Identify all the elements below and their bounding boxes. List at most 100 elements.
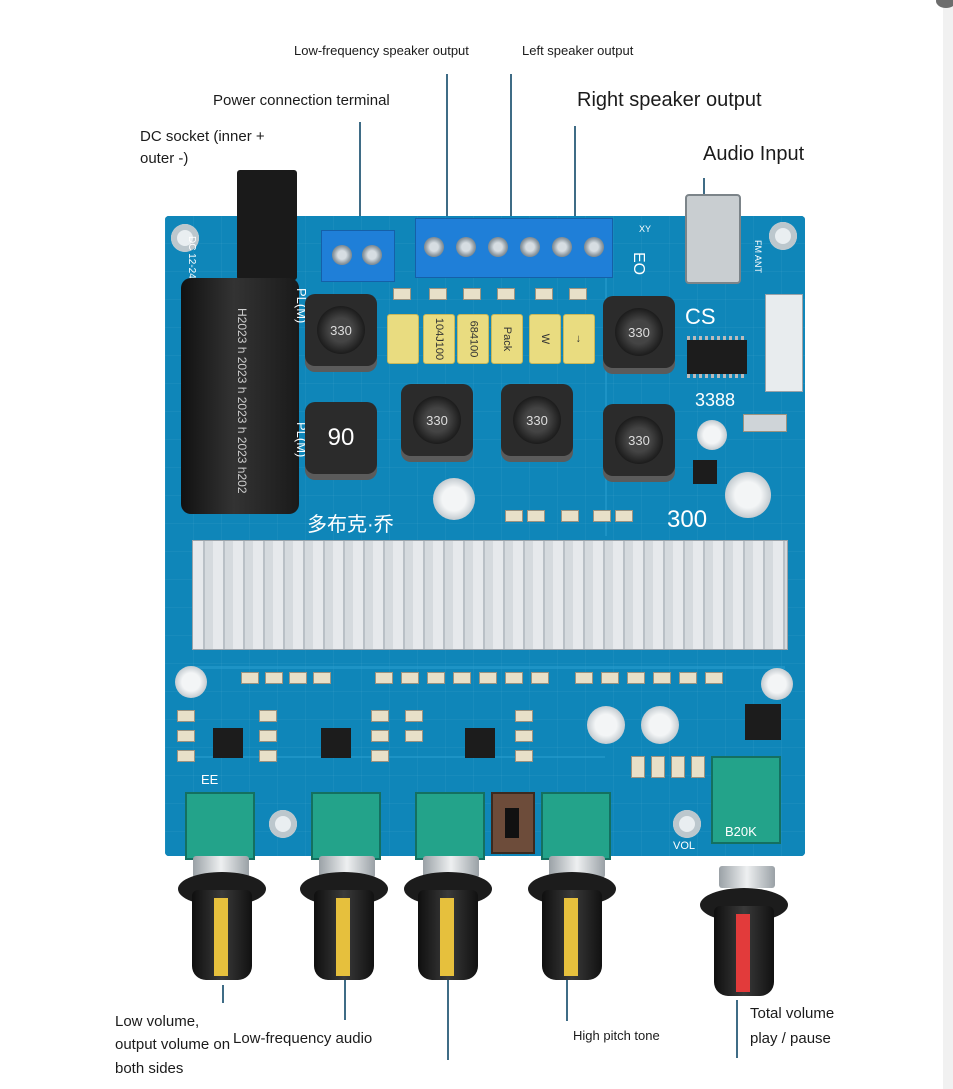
smd-component bbox=[259, 750, 277, 762]
label-low-volume: Low volume, output volume on both sides bbox=[115, 1013, 231, 1077]
smd-component bbox=[177, 750, 195, 762]
inductor-core: 330 bbox=[317, 306, 365, 354]
inductor: 330 bbox=[501, 384, 573, 456]
smd-component bbox=[497, 288, 515, 300]
corner-mark bbox=[936, 0, 953, 8]
label-total-volume: Total volume play / pause bbox=[750, 1005, 835, 1047]
small-capacitor bbox=[433, 478, 475, 520]
small-capacitor bbox=[761, 668, 793, 700]
smd-component bbox=[527, 510, 545, 522]
inductor: 330 bbox=[603, 296, 675, 368]
ic-pins bbox=[687, 374, 747, 378]
small-capacitor bbox=[697, 420, 727, 450]
leader-total-volume bbox=[736, 1000, 738, 1058]
smd-component bbox=[463, 288, 481, 300]
smd-component bbox=[705, 672, 723, 684]
small-capacitor bbox=[641, 706, 679, 744]
regulator bbox=[745, 704, 781, 740]
smd-component bbox=[393, 288, 411, 300]
mode-slide-switch[interactable] bbox=[491, 792, 535, 854]
label-dc-socket: DC socket (inner + outer -) bbox=[140, 128, 265, 167]
crystal bbox=[743, 414, 787, 432]
pot-shaft bbox=[719, 866, 775, 888]
film-capacitor-label: 684100 bbox=[467, 320, 479, 358]
smd-component bbox=[427, 672, 445, 684]
small-capacitor bbox=[725, 472, 771, 518]
leader-right-speaker bbox=[574, 126, 576, 224]
smd-component bbox=[515, 730, 533, 742]
screw bbox=[456, 237, 476, 257]
inductor-core: 330 bbox=[615, 308, 663, 356]
screw bbox=[488, 237, 508, 257]
inductor: 330 bbox=[603, 404, 675, 476]
smd-component bbox=[313, 672, 331, 684]
smd-component bbox=[569, 288, 587, 300]
heatsink bbox=[192, 540, 788, 650]
ic-pins bbox=[687, 336, 747, 340]
film-capacitor-label: Pack bbox=[501, 326, 513, 352]
inductor: 330 bbox=[305, 294, 377, 366]
smd-component bbox=[405, 710, 423, 722]
total-volume-knob[interactable] bbox=[700, 888, 788, 996]
trace bbox=[185, 666, 785, 669]
smd-component bbox=[515, 750, 533, 762]
op-amp-chip bbox=[465, 728, 495, 758]
inductor-core: 330 bbox=[513, 396, 561, 444]
label-low-frequency-audio: Low-frequency audio bbox=[233, 1030, 373, 1047]
label-power-connection-terminal: Power connection terminal bbox=[213, 92, 390, 109]
smd-component bbox=[593, 510, 611, 522]
film-capacitor bbox=[387, 314, 419, 364]
smd-component bbox=[405, 730, 423, 742]
smd-component bbox=[575, 672, 593, 684]
leader-left-speaker bbox=[510, 74, 512, 224]
fm-ant-marking: FM ANT bbox=[753, 240, 763, 273]
smd-component bbox=[535, 288, 553, 300]
smd-component bbox=[259, 730, 277, 742]
film-capacitor: 684100 bbox=[457, 314, 489, 364]
film-capacitor: 104J100 bbox=[423, 314, 455, 364]
leader-low-volume bbox=[222, 985, 224, 1003]
main-capacitor bbox=[181, 278, 299, 514]
smd-component bbox=[177, 730, 195, 742]
smd-component bbox=[651, 756, 665, 778]
mounting-hole bbox=[171, 224, 199, 252]
low-frequency-audio-knob[interactable] bbox=[300, 872, 388, 980]
low-volume-knob[interactable] bbox=[178, 872, 266, 980]
label-right-speaker-output: Right speaker output bbox=[577, 89, 762, 111]
inductor-core: 330 bbox=[413, 396, 461, 444]
op-amp-chip bbox=[213, 728, 243, 758]
label-left-speaker-output: Left speaker output bbox=[522, 43, 634, 58]
smd-component bbox=[653, 672, 671, 684]
smd-component bbox=[671, 756, 685, 778]
smd-component bbox=[601, 672, 619, 684]
leader-low-frequency-audio bbox=[344, 965, 346, 1020]
smd-component bbox=[631, 756, 645, 778]
dc-socket bbox=[237, 170, 297, 280]
inductor: 330 bbox=[401, 384, 473, 456]
middle-tone-knob[interactable] bbox=[404, 872, 492, 980]
smd-component bbox=[289, 672, 307, 684]
smd-component bbox=[531, 672, 549, 684]
smd-component bbox=[177, 710, 195, 722]
amplifier-board: DC 12-24V XY EO FM ANT H2023 h 2023 h 20… bbox=[165, 170, 805, 860]
screw bbox=[332, 245, 352, 265]
smd-component bbox=[429, 288, 447, 300]
brand-marking: 多布克·乔 bbox=[307, 514, 394, 536]
screw bbox=[424, 237, 444, 257]
mounting-hole bbox=[673, 810, 701, 838]
pot-base bbox=[415, 792, 485, 860]
smd-component bbox=[505, 672, 523, 684]
smd-component bbox=[679, 672, 697, 684]
smd-component bbox=[401, 672, 419, 684]
smd-component bbox=[453, 672, 471, 684]
leader-middle-knob bbox=[447, 960, 449, 1060]
label-low-freq-speaker-output: Low-frequency speaker output bbox=[294, 43, 469, 58]
ic-chip bbox=[687, 340, 747, 374]
film-capacitor: Pack bbox=[491, 314, 523, 364]
ee-marking: EE bbox=[201, 772, 219, 787]
leader-low-freq bbox=[446, 74, 448, 224]
smd-component bbox=[691, 756, 705, 778]
op-amp-chip bbox=[321, 728, 351, 758]
leader-power-terminal bbox=[359, 122, 361, 224]
high-pitch-tone-knob[interactable] bbox=[528, 872, 616, 980]
